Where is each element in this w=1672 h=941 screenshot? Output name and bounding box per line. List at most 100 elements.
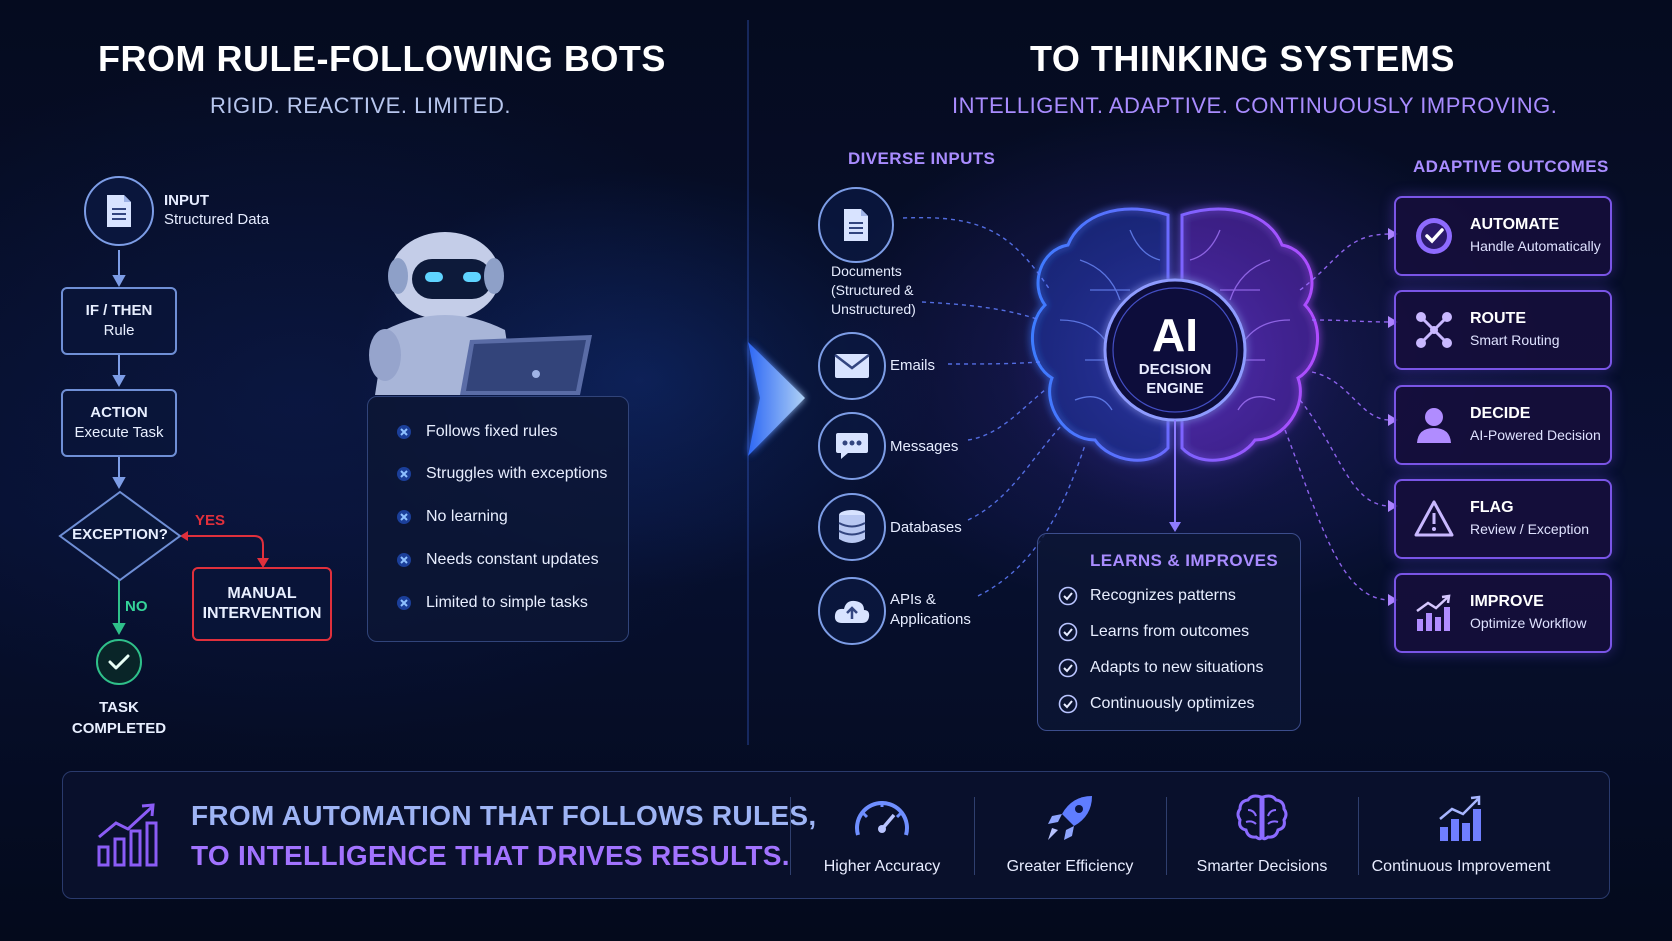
task-completed-check-icon	[96, 639, 142, 685]
outcome-title: DECIDE	[1470, 405, 1531, 422]
check-circle-icon	[1058, 586, 1080, 606]
x-mark-icon	[396, 424, 416, 440]
routing-icon	[1414, 310, 1454, 350]
limitation-item: Limited to simple tasks	[396, 594, 588, 612]
outcome-title: AUTOMATE	[1470, 216, 1560, 233]
footer-line1: FROM AUTOMATION THAT FOLLOWS RULES,	[191, 800, 817, 831]
engine-ai-text: AI	[1152, 309, 1198, 361]
outcome-title: ROUTE	[1470, 310, 1526, 327]
outcome-decide: DECIDE AI-Powered Decision	[1394, 385, 1612, 465]
manual-line2: INTERVENTION	[202, 605, 322, 622]
action-box: ACTION Execute Task	[61, 389, 177, 457]
outcome-subtitle: Smart Routing	[1470, 332, 1560, 348]
document-icon	[818, 187, 894, 263]
done-line2: COMPLETED	[71, 720, 167, 737]
rocket-icon	[1040, 790, 1100, 846]
rule-title: IF / THEN	[85, 302, 153, 319]
decision-label: EXCEPTION?	[72, 526, 168, 543]
outcome-subtitle: Review / Exception	[1470, 521, 1590, 537]
documents-line: (Structured &	[831, 282, 914, 298]
apis-line: APIs &	[890, 591, 936, 608]
learns-text: Recognizes patterns	[1090, 587, 1236, 604]
outcome-title: IMPROVE	[1470, 593, 1544, 610]
limitation-text: Limited to simple tasks	[426, 594, 588, 611]
learns-item: Adapts to new situations	[1058, 658, 1263, 678]
no-label: NO	[125, 598, 148, 615]
input-subtitle: Structured Data	[164, 211, 270, 228]
limitation-item: Follows fixed rules	[396, 423, 558, 441]
footer-divider	[790, 797, 791, 875]
benefit-label: Greater Efficiency	[1006, 858, 1134, 875]
x-mark-icon	[396, 509, 416, 525]
benefit-label: Continuous Improvement	[1371, 858, 1551, 875]
check-badge-icon	[1414, 216, 1454, 256]
check-circle-icon	[1058, 694, 1080, 714]
growth-bars-icon	[96, 801, 160, 867]
person-icon	[1414, 405, 1454, 445]
learns-heading: LEARNS & IMPROVES	[1090, 551, 1279, 570]
envelope-icon	[818, 332, 886, 400]
limitation-item: Struggles with exceptions	[396, 465, 607, 483]
outcome-flag: FLAG Review / Exception	[1394, 479, 1612, 559]
limitation-text: Struggles with exceptions	[426, 465, 608, 482]
learns-improves-panel: LEARNS & IMPROVES Recognizes patterns Le…	[1037, 533, 1301, 731]
footer-divider	[1166, 797, 1167, 875]
learns-text: Adapts to new situations	[1090, 659, 1264, 676]
limitation-text: Follows fixed rules	[426, 423, 558, 440]
warning-triangle-icon	[1414, 499, 1454, 539]
exception-decision-diamond: EXCEPTION?	[58, 490, 182, 582]
documents-line: Documents	[831, 263, 902, 279]
adaptive-outcomes-heading: ADAPTIVE OUTCOMES	[1413, 157, 1609, 176]
input-label: INPUT Structured Data	[164, 191, 269, 229]
robot-illustration	[369, 232, 592, 395]
yes-label: YES	[195, 512, 226, 529]
done-line1: TASK	[99, 699, 139, 716]
check-circle-icon	[1058, 622, 1080, 642]
x-mark-icon	[396, 466, 416, 482]
limitation-text: Needs constant updates	[426, 551, 599, 568]
chat-bubble-icon	[818, 412, 886, 480]
footer-banner	[62, 771, 1610, 899]
cloud-upload-icon	[818, 577, 886, 645]
outcome-title: FLAG	[1470, 499, 1514, 516]
database-icon	[818, 493, 886, 561]
rule-subtitle: Rule	[103, 322, 135, 339]
learns-item: Continuously optimizes	[1058, 694, 1255, 714]
apis-label: APIs & Applications	[890, 590, 971, 630]
input-document-icon	[84, 176, 154, 246]
right-title: TO THINKING SYSTEMS	[1030, 38, 1455, 79]
footer-line2: TO INTELLIGENCE THAT DRIVES RESULTS.	[191, 840, 790, 871]
apis-line: Applications	[890, 611, 971, 628]
if-then-rule-box: IF / THEN Rule	[61, 287, 177, 355]
action-subtitle: Execute Task	[74, 424, 164, 441]
benefit-label: Higher Accuracy	[823, 858, 941, 875]
limitation-item: Needs constant updates	[396, 551, 599, 569]
diverse-inputs-heading: DIVERSE INPUTS	[848, 149, 996, 168]
outcome-subtitle: Optimize Workflow	[1470, 615, 1587, 631]
x-mark-icon	[396, 552, 416, 568]
messages-label: Messages	[890, 438, 959, 455]
left-title: FROM RULE-FOLLOWING BOTS	[98, 38, 666, 79]
learns-item: Learns from outcomes	[1058, 622, 1249, 642]
engine-line1: DECISION	[1138, 361, 1212, 378]
documents-line: Unstructured)	[831, 301, 916, 317]
databases-label: Databases	[890, 519, 962, 536]
outcome-automate: AUTOMATE Handle Automatically	[1394, 196, 1612, 276]
left-subtitle: RIGID. REACTIVE. LIMITED.	[210, 93, 511, 118]
manual-line1: MANUAL	[227, 585, 297, 602]
x-mark-icon	[396, 595, 416, 611]
limitation-text: No learning	[426, 508, 508, 525]
limitation-item: No learning	[396, 508, 508, 526]
footer-divider	[1358, 797, 1359, 875]
ai-decision-engine: AI DECISION ENGINE	[1105, 312, 1245, 398]
outcome-subtitle: AI-Powered Decision	[1470, 427, 1601, 443]
emails-label: Emails	[890, 357, 936, 374]
footer-divider	[974, 797, 975, 875]
manual-intervention-box: MANUAL INTERVENTION	[192, 567, 332, 641]
outcome-subtitle: Handle Automatically	[1470, 238, 1601, 254]
documents-label: Documents (Structured & Unstructured)	[831, 262, 916, 319]
check-circle-icon	[1058, 658, 1080, 678]
benefit-label: Smarter Decisions	[1196, 858, 1328, 875]
